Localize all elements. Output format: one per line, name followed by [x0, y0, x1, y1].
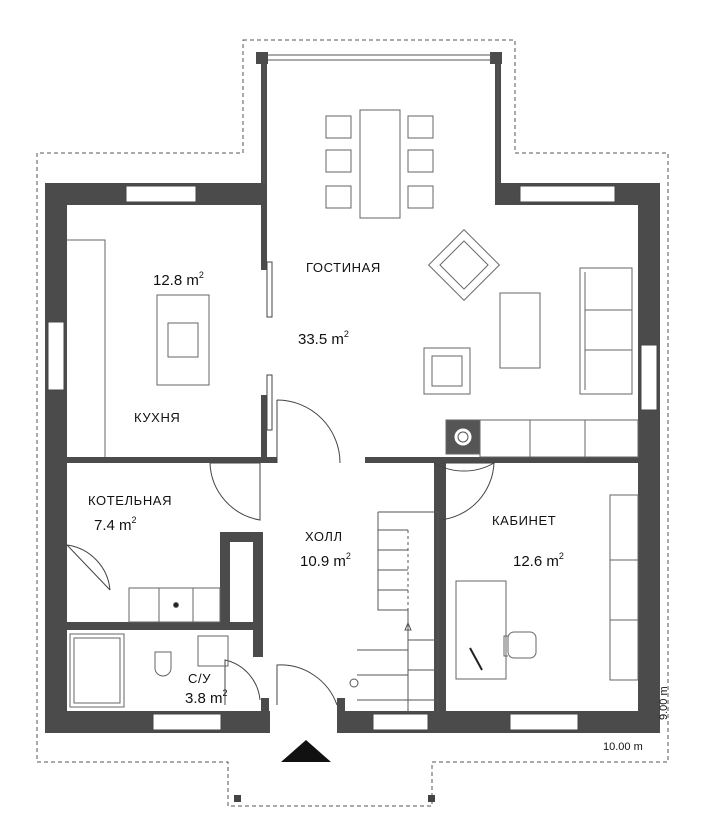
- doors: [66, 261, 496, 706]
- window-bath-bottom: [152, 713, 222, 731]
- hall-area: 10.9 m2: [300, 551, 351, 570]
- walls: [45, 52, 660, 733]
- bookshelf: [609, 494, 639, 681]
- bath-name: С/У: [188, 671, 211, 686]
- window-office-bottom: [509, 713, 579, 731]
- kitchen-name: КУХНЯ: [134, 410, 180, 425]
- toilet: [154, 651, 172, 677]
- kitchen-area: 12.8 m2: [153, 270, 204, 289]
- bay-glazing: [263, 54, 499, 183]
- window-kitchen-left: [47, 321, 65, 391]
- office-chair: [507, 631, 537, 659]
- sofa: [579, 267, 633, 395]
- shower: [69, 633, 125, 708]
- entrance-arrow-icon: [281, 740, 331, 762]
- boiler-area: 7.4 m2: [94, 515, 137, 534]
- living-name: ГОСТИНАЯ: [306, 260, 381, 275]
- windows: [47, 185, 658, 731]
- bathroom-fixtures: [69, 633, 229, 708]
- boiler-equipment: [128, 587, 221, 623]
- dining-table: [359, 109, 401, 219]
- office-name: КАБИНЕТ: [492, 513, 556, 528]
- depth-dimension: 9.00 m: [658, 686, 670, 720]
- hall-name: ХОЛЛ: [305, 529, 343, 544]
- room-labels: 12.8 m2 КУХНЯ ГОСТИНАЯ 33.5 m2 КОТЕЛЬНАЯ…: [88, 260, 564, 707]
- living-area: 33.5 m2: [298, 329, 349, 348]
- office-area: 12.6 m2: [513, 551, 564, 570]
- dashed-boundary: [36, 39, 669, 807]
- office-furniture: [455, 494, 639, 681]
- armchair: [423, 347, 471, 395]
- staircase: [349, 511, 439, 713]
- desk: [455, 580, 507, 680]
- window-living-right: [640, 344, 658, 411]
- kitchen-furniture: [67, 239, 210, 457]
- sink: [197, 635, 229, 667]
- window-office-top: [519, 185, 616, 203]
- bath-area: 3.8 m2: [185, 688, 228, 707]
- coffee-table: [499, 292, 541, 369]
- living-furniture: [325, 109, 639, 458]
- window-kitchen-top: [125, 185, 197, 203]
- width-dimension: 10.00 m: [603, 741, 643, 753]
- window-hall-bottom: [372, 713, 429, 731]
- porch-posts: [234, 795, 435, 802]
- boiler-name: КОТЕЛЬНАЯ: [88, 493, 172, 508]
